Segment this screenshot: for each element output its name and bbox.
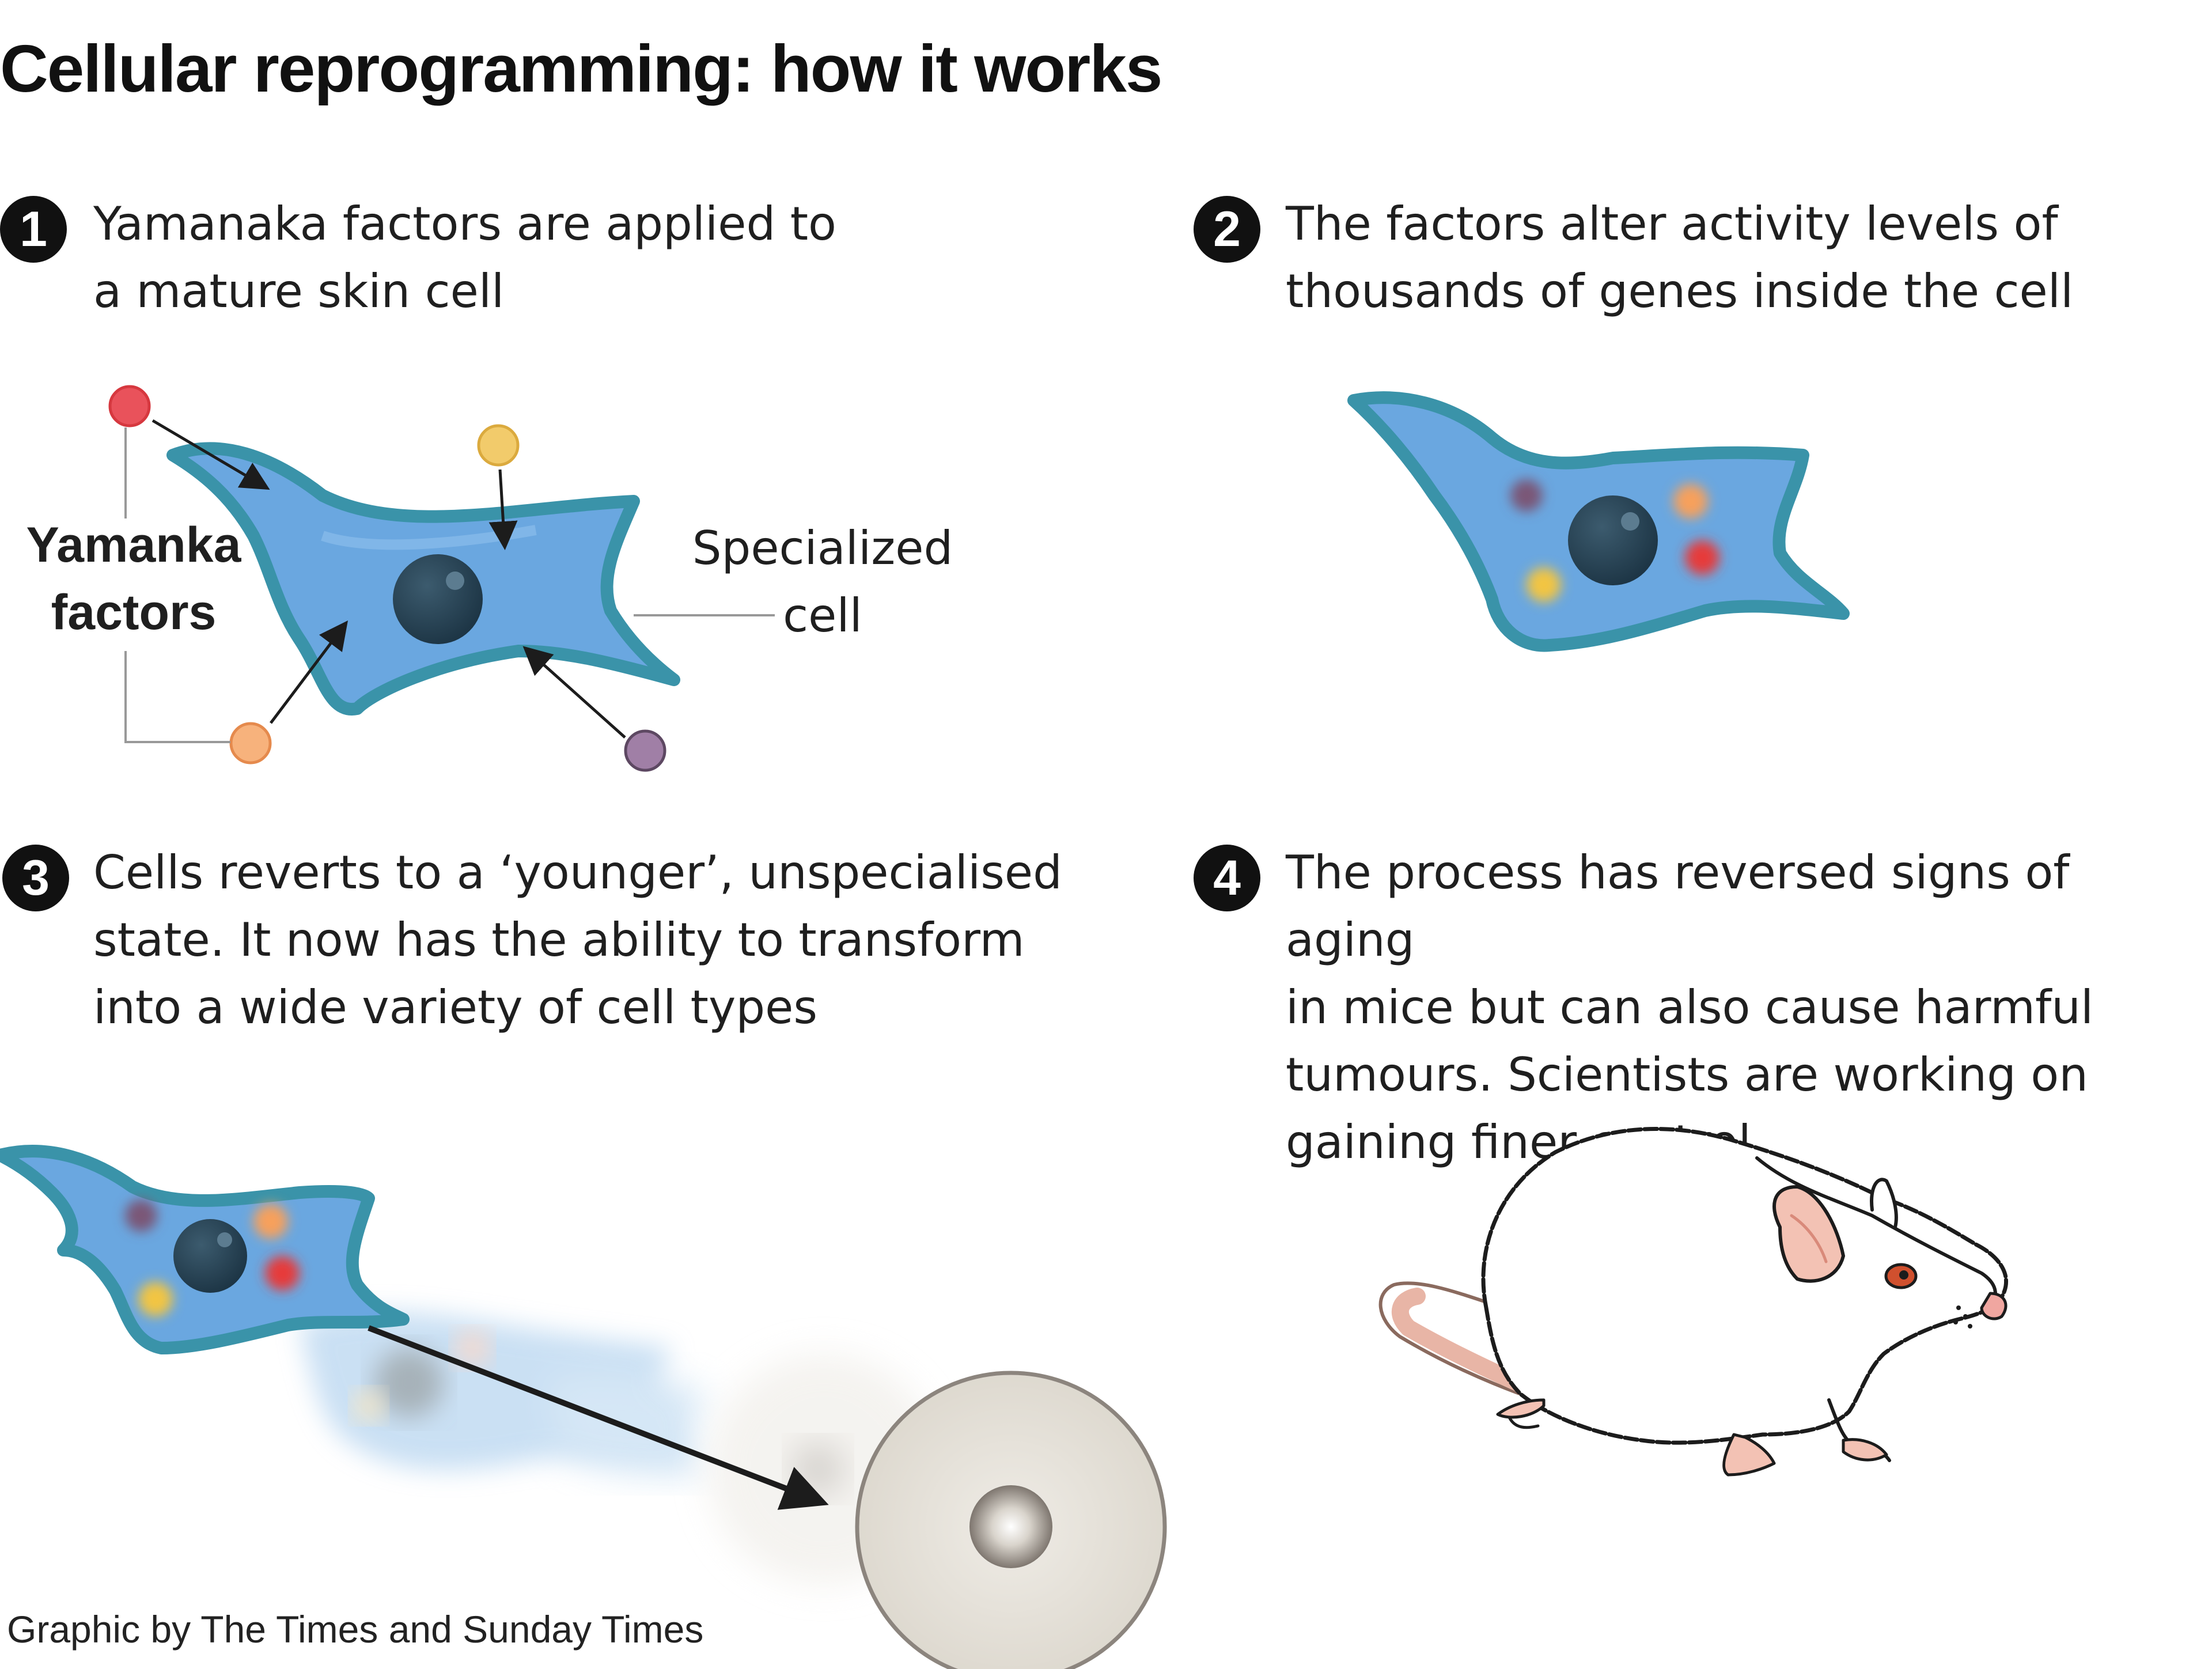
step-1-text: Yamanaka factors are applied to a mature… xyxy=(93,197,836,318)
graphic-credit: Graphic by The Times and Sunday Times xyxy=(7,1608,704,1651)
cell-transition-trail xyxy=(300,1311,939,1584)
nucleus xyxy=(1568,495,1658,585)
specialized-cell-2 xyxy=(1347,391,1850,652)
arrow-red xyxy=(151,419,270,490)
factor-orange-dot xyxy=(229,722,272,765)
factor-purple-dot xyxy=(624,729,666,772)
factor-yellow-dot xyxy=(477,424,520,467)
specialized-cell-label: Specialized cell xyxy=(692,521,953,642)
step-4-text: The process has reversed signs of aging … xyxy=(1286,846,2094,1169)
arrow-yellow xyxy=(488,469,518,550)
mouse-illustration xyxy=(1378,1127,2009,1477)
step-4-badge: 4 xyxy=(1194,845,1260,911)
step-2-badge: 2 xyxy=(1194,196,1260,263)
arrow-purple xyxy=(522,646,626,739)
step-3-text: Cells reverts to a ‘younger’, unspeciali… xyxy=(93,846,1062,1034)
step-2-text: The factors alter activity levels of tho… xyxy=(1286,197,2074,318)
stem-cell xyxy=(855,1371,1167,1669)
nucleus xyxy=(393,554,483,644)
factors-label: Yamanka factors xyxy=(26,517,241,640)
step-3-badge: 3 xyxy=(2,845,69,911)
transform-arrow xyxy=(368,1325,829,1510)
arrow-orange xyxy=(270,620,349,724)
specialized-cell-3 xyxy=(0,1145,410,1354)
step-1-badge: 1 xyxy=(0,196,67,263)
nucleus xyxy=(173,1219,247,1293)
factor-red-dot xyxy=(108,385,151,427)
page-title: Cellular reprogramming: how it works xyxy=(0,31,1162,106)
specialized-cell-1 xyxy=(166,442,680,716)
